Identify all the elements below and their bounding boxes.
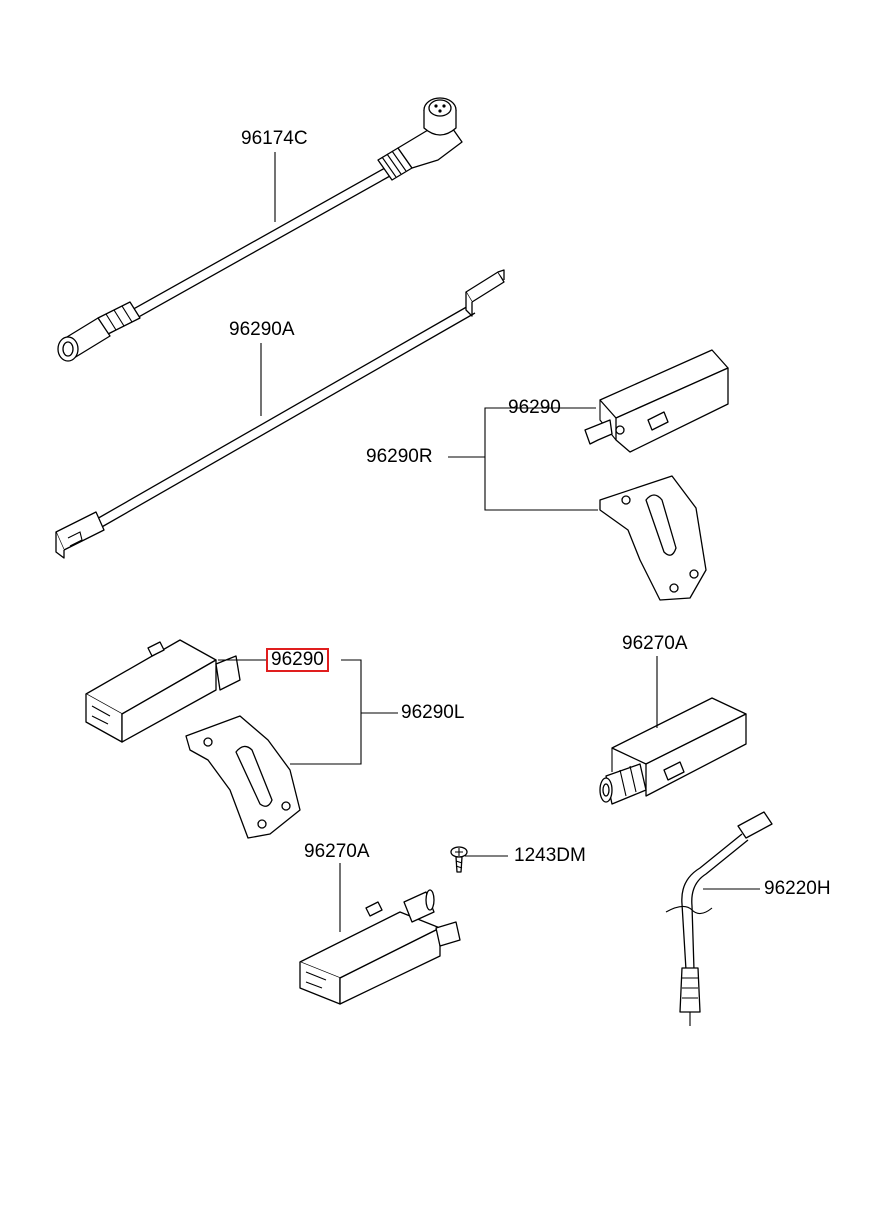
label-96290-highlighted[interactable]: 96290 bbox=[266, 648, 329, 672]
label-96270a-right[interactable]: 96270A bbox=[622, 633, 688, 654]
module-96270a-bottom bbox=[299, 889, 461, 1005]
label-96270a-bottom[interactable]: 96270A bbox=[304, 841, 370, 862]
screw-1243dm bbox=[450, 846, 468, 873]
label-96220h[interactable]: 96220H bbox=[764, 878, 831, 899]
bracket-96290l bbox=[185, 715, 301, 839]
label-96290a[interactable]: 96290A bbox=[229, 319, 295, 340]
module-96290-upper bbox=[584, 349, 729, 453]
label-96290-upper[interactable]: 96290 bbox=[508, 397, 561, 418]
bracket-96290r bbox=[599, 475, 707, 601]
module-96290-lower bbox=[85, 639, 241, 743]
label-96290r[interactable]: 96290R bbox=[366, 446, 433, 467]
antenna-cable-96220h bbox=[665, 811, 773, 1026]
label-96174c[interactable]: 96174C bbox=[241, 128, 308, 149]
module-96270a-right bbox=[599, 697, 747, 805]
wire-96290a bbox=[55, 269, 505, 559]
label-1243dm[interactable]: 1243DM bbox=[514, 845, 586, 866]
cable-96174c bbox=[57, 97, 463, 362]
label-96290l[interactable]: 96290L bbox=[401, 702, 465, 723]
